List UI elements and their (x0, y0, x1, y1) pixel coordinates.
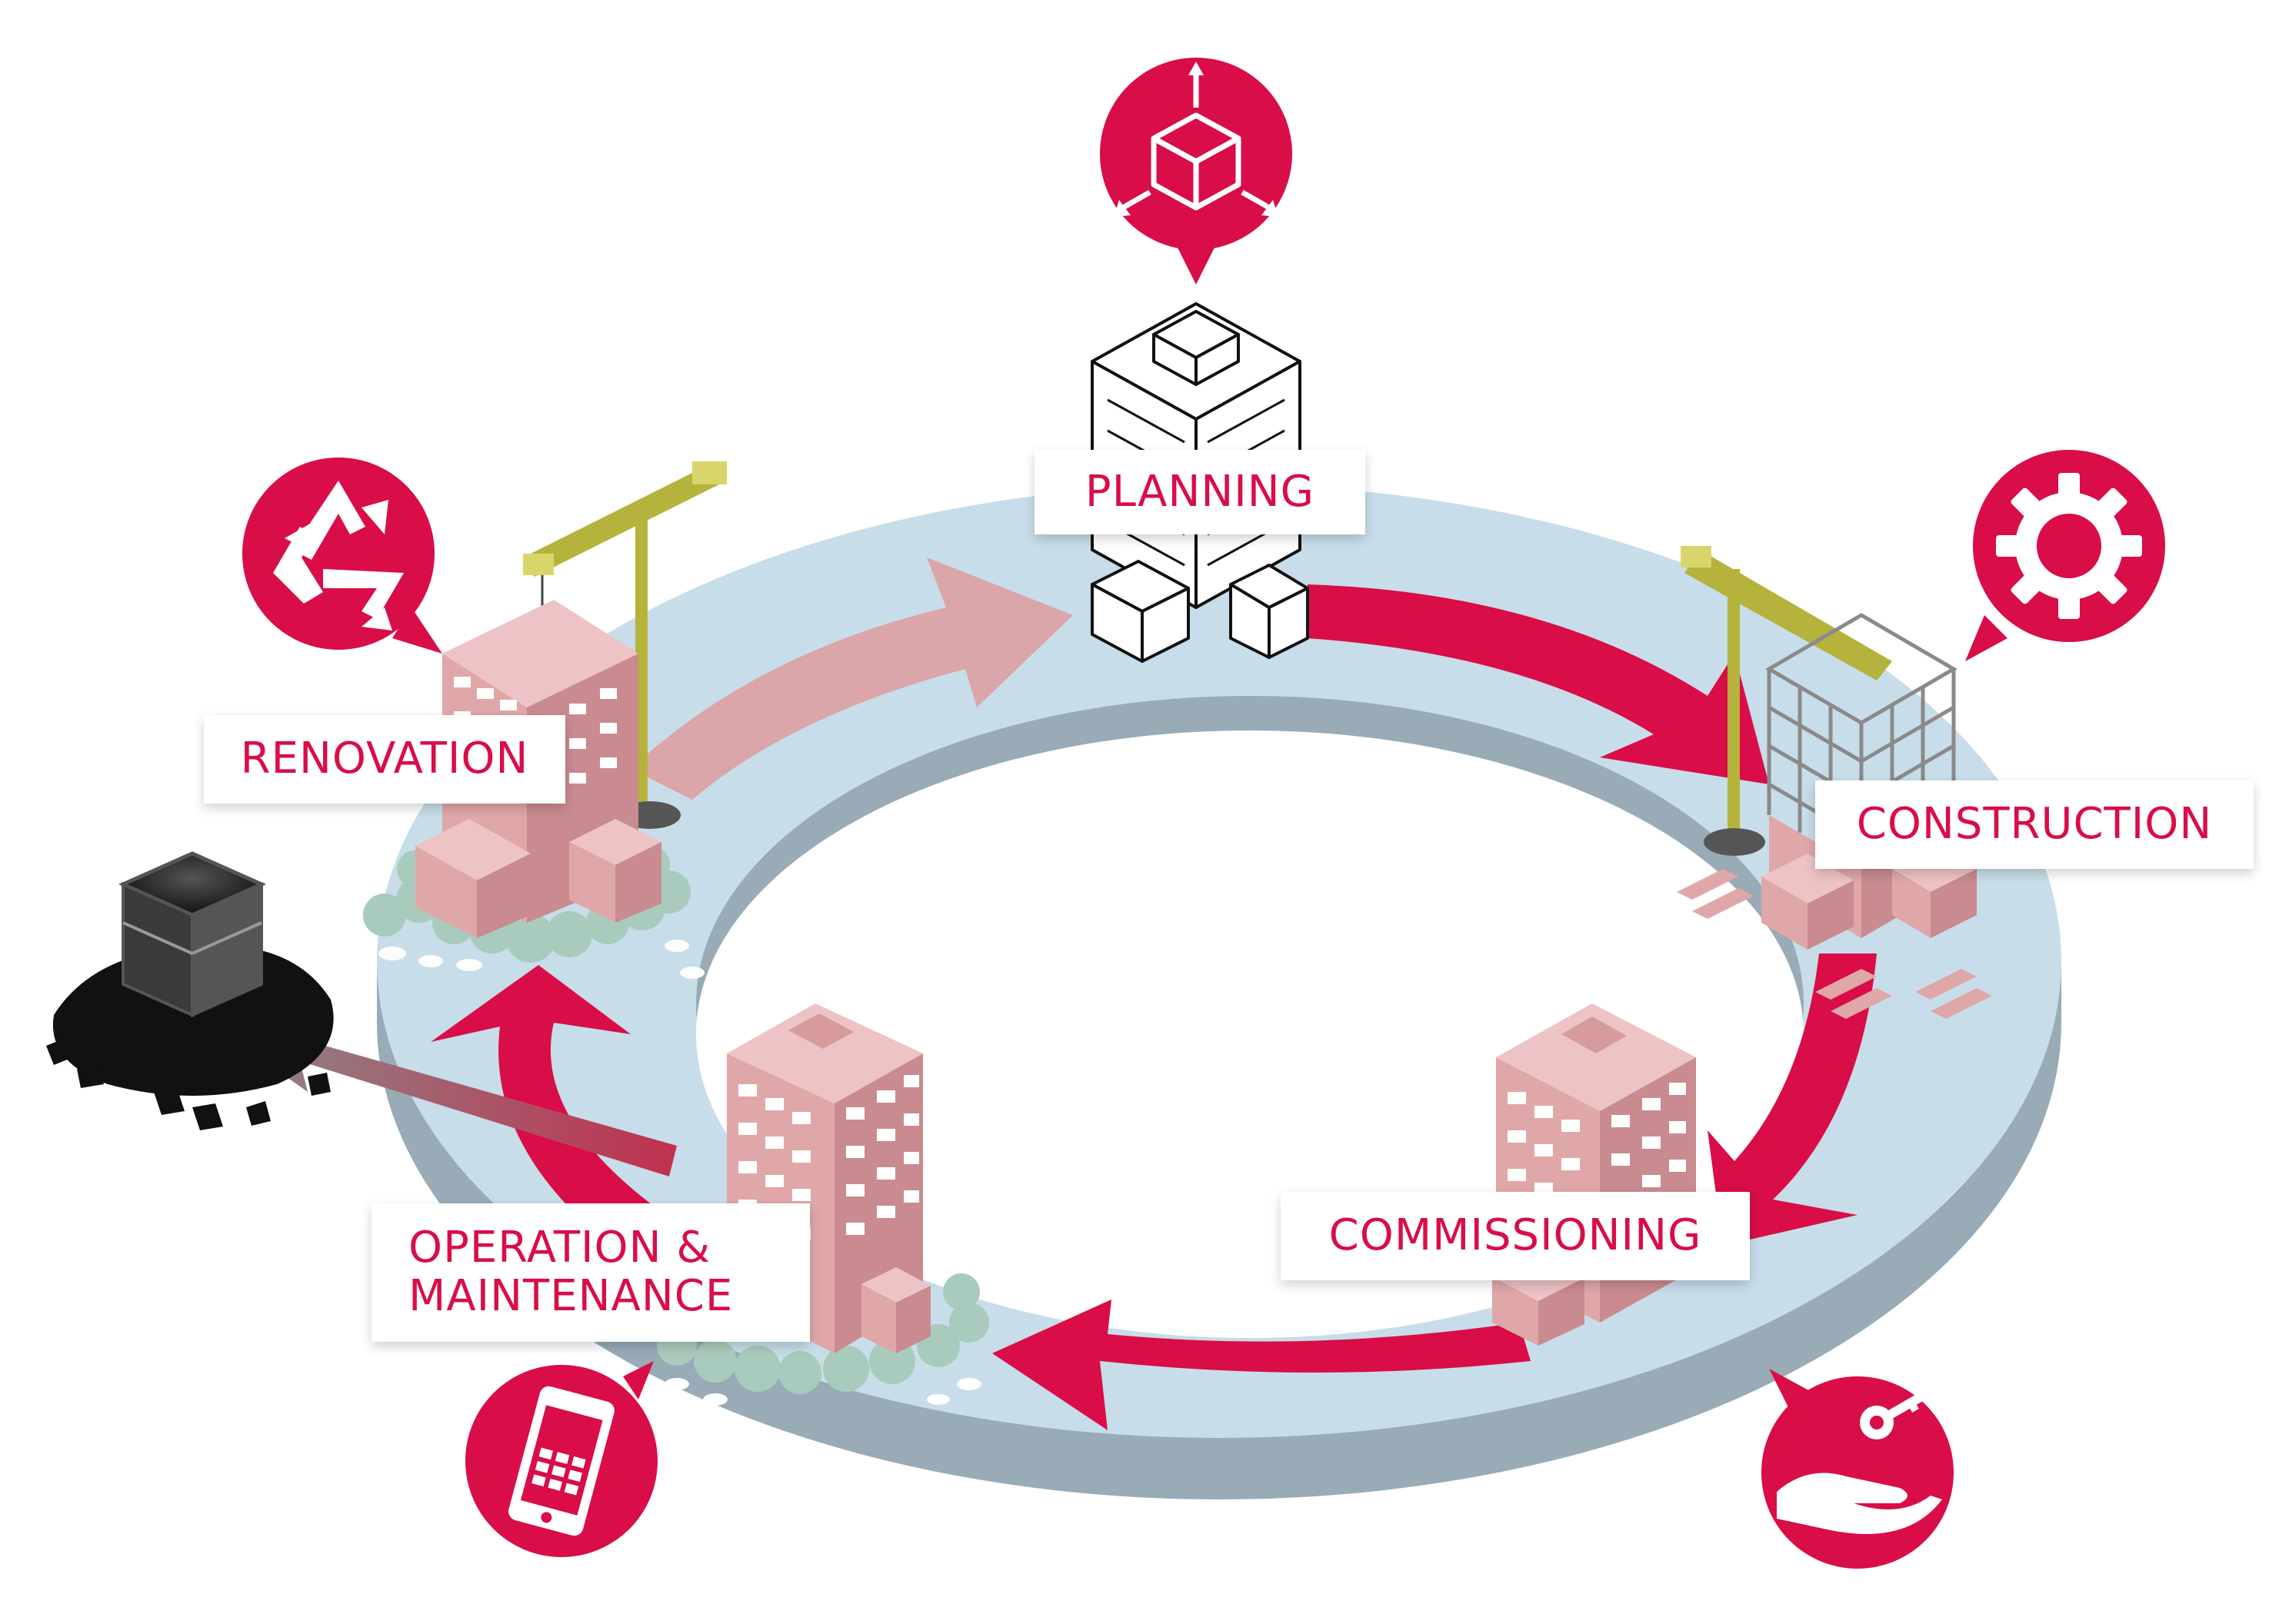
gear-icon (1965, 450, 2165, 661)
demolition-rubble (46, 851, 334, 1130)
planning-label: PLANNING (1035, 450, 1365, 534)
planning-label-text: PLANNING (1085, 466, 1315, 517)
commissioning-label-text: COMMISSIONING (1328, 1210, 1702, 1261)
pebbles-renovation (378, 940, 705, 979)
recycle-icon (242, 458, 442, 654)
construction-label-text: CONSTRUCTION (1856, 799, 2213, 850)
foliage-operation (657, 1273, 989, 1394)
cycle-arrows (215, 557, 1877, 1430)
arrow-commissioning-to-operation (992, 1300, 1531, 1430)
operation-label-line1: OPERATION & (408, 1223, 711, 1273)
smartphone-icon (465, 1361, 658, 1557)
construction-label: CONSTRUCTION (1815, 780, 2254, 869)
arrow-to-demolition (215, 1015, 677, 1176)
renovation-label-text: RENOVATION (240, 734, 529, 784)
operation-building (727, 1003, 931, 1353)
arrow-renovation-to-planning (631, 557, 1073, 800)
renovation-label: RENOVATION (204, 715, 565, 804)
arrow-construction-to-commissioning (1708, 953, 1877, 1246)
hand-key-icon (1761, 1369, 1954, 1569)
operation-label-line2: MAINTENANCE (408, 1271, 734, 1321)
pebbles-operation (665, 1378, 981, 1406)
cube-arrows-icon (1100, 58, 1292, 285)
arrow-planning-to-construction (1308, 584, 1769, 784)
operation-label: OPERATION & MAINTENANCE (372, 1203, 810, 1342)
commissioning-label: COMMISSIONING (1281, 1192, 1750, 1280)
